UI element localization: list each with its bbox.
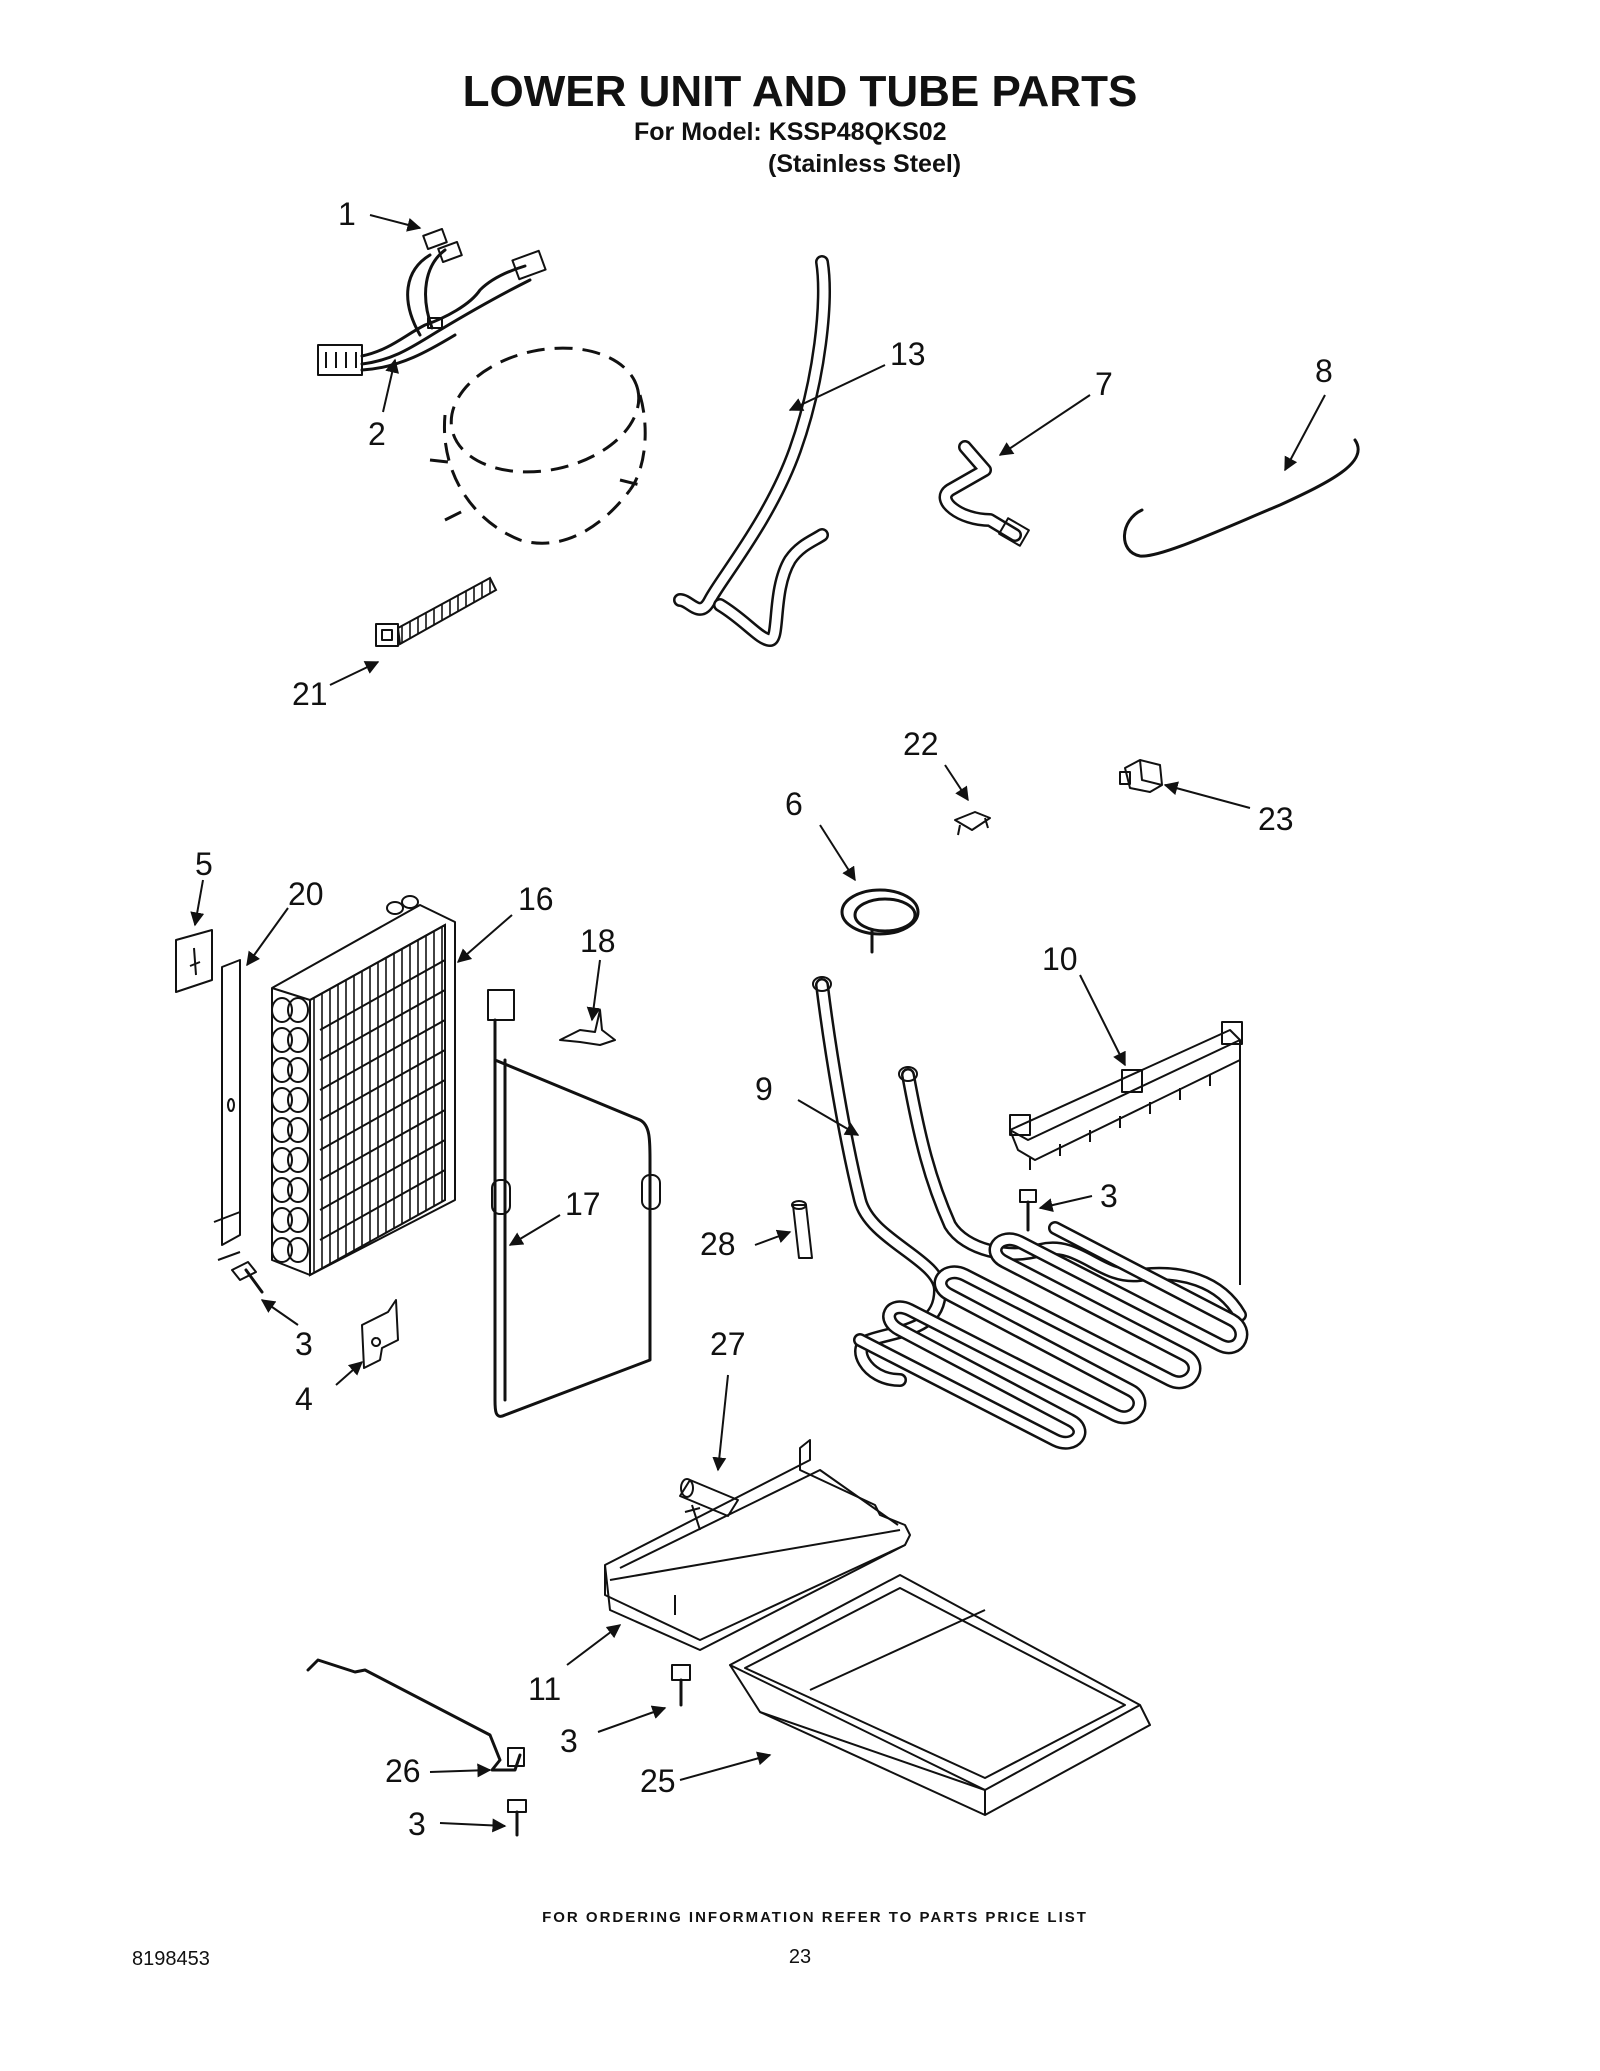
callout-10: 10: [1042, 941, 1078, 977]
ordering-note: FOR ORDERING INFORMATION REFER TO PARTS …: [542, 1909, 1088, 1926]
part-heater-wire-8: [1123, 438, 1360, 558]
part-tray-11: [604, 1439, 911, 1651]
callout-13: 13: [890, 336, 926, 372]
callout-7: 7: [1095, 366, 1113, 402]
callout-3-tray: 3: [560, 1723, 578, 1759]
callout-9: 9: [755, 1071, 773, 1107]
callout-3-bar: 3: [1100, 1178, 1118, 1214]
part-heater-tubes-9: [812, 976, 1249, 1450]
callout-11: 11: [528, 1671, 561, 1707]
part-coil-6: [840, 888, 920, 954]
part-clip-18: [559, 1009, 616, 1046]
part-insulation-5: [175, 929, 213, 993]
part-screw-3a: [231, 1261, 264, 1294]
part-cable-tie: [375, 576, 498, 647]
callout-8: 8: [1315, 353, 1333, 389]
part-clip-23: [1119, 759, 1163, 793]
page-number: 23: [789, 1946, 811, 1968]
callout-17: 17: [565, 1186, 601, 1222]
callout-23: 23: [1258, 801, 1294, 837]
part-rod-26: [306, 1658, 525, 1772]
part-condenser-16: [271, 895, 456, 1277]
callout-21: 21: [292, 676, 328, 712]
part-bracket-20: [213, 959, 241, 1261]
callout-4: 4: [295, 1381, 313, 1417]
doc-number: 8198453: [132, 1948, 210, 1970]
callout-28: 28: [700, 1226, 736, 1262]
callout-16: 16: [518, 881, 554, 917]
callout-27: 27: [710, 1326, 746, 1362]
compressor-outline: [429, 346, 647, 545]
callout-25: 25: [640, 1763, 676, 1799]
part-screw-3d: [507, 1799, 527, 1837]
part-clip-22: [954, 811, 991, 836]
callout-5: 5: [195, 846, 213, 882]
part-drip-pan-25: [729, 1574, 1151, 1816]
part-mount-bar-10: [1009, 1021, 1243, 1285]
callout-18: 18: [580, 923, 616, 959]
part-wire-loop-17: [487, 989, 661, 1418]
part-wire-harness: [317, 228, 547, 376]
page-title: LOWER UNIT AND TUBE PARTS: [463, 67, 1138, 116]
finish-line: (Stainless Steel): [768, 150, 961, 178]
part-screw-3b: [1019, 1189, 1037, 1232]
part-sleeve-28: [791, 1200, 813, 1259]
callout-1: 1: [338, 196, 356, 232]
callout-3-rod: 3: [408, 1806, 426, 1842]
part-screw-3c: [671, 1664, 691, 1707]
callout-26: 26: [385, 1753, 421, 1789]
callout-22: 22: [903, 726, 939, 762]
callout-3-coil: 3: [295, 1326, 313, 1362]
callout-2: 2: [368, 416, 386, 452]
part-bracket-4: [361, 1299, 399, 1369]
model-line: For Model: KSSP48QKS02: [634, 118, 947, 146]
callout-20: 20: [288, 876, 324, 912]
callout-6: 6: [785, 786, 803, 822]
